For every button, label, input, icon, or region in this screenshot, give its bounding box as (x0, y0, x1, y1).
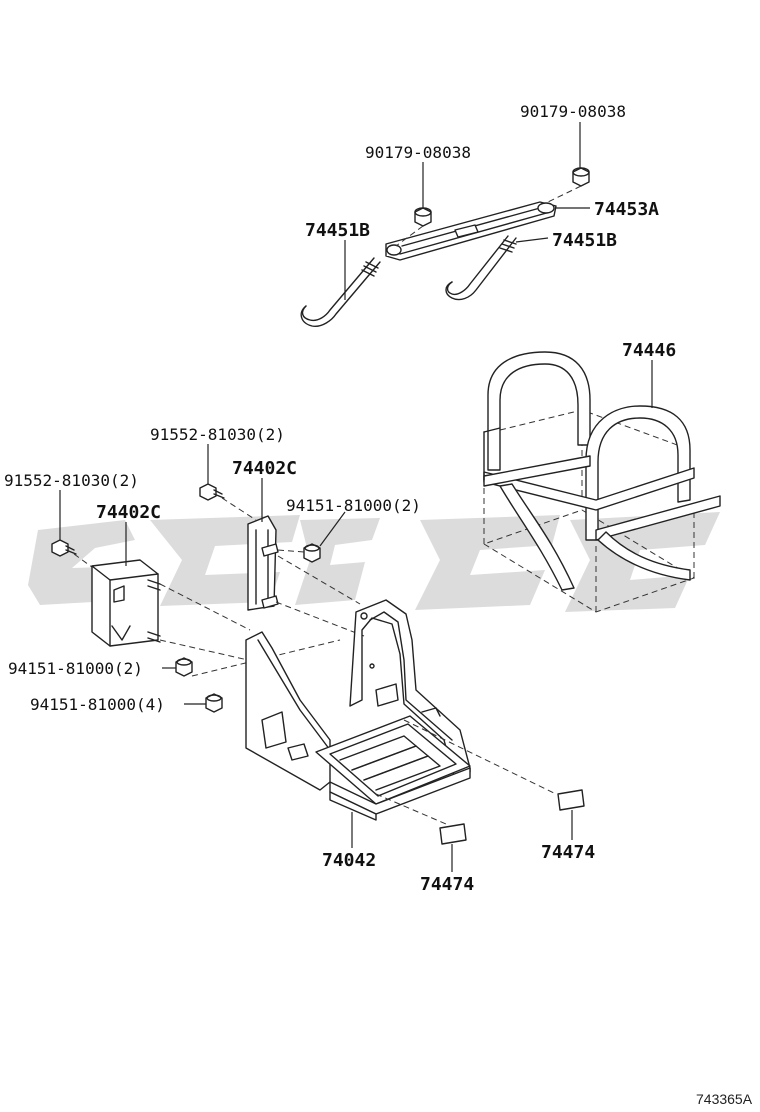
label-nut-top-right: 90179-08038 (520, 102, 626, 121)
pad-center-part (439, 823, 467, 845)
label-battery-tray: 74042 (322, 850, 376, 871)
label-nut-lower: 94151-81000(4) (30, 695, 165, 714)
j-bolt-left-part (300, 257, 381, 328)
bracket-left-part (91, 559, 161, 647)
nut-lower-part (205, 693, 223, 713)
label-bolt-right: 74451B (552, 230, 617, 251)
battery-tray-part (245, 599, 471, 821)
hold-down-clamp-part (385, 201, 557, 261)
label-bolt-upper: 91552-81030(2) (150, 425, 285, 444)
label-bracket-upper: 74402C (232, 458, 297, 479)
label-bracket-left: 74402C (96, 502, 161, 523)
bracket-upper-part (247, 515, 279, 611)
label-nut-upper: 94151-81000(2) (286, 496, 421, 515)
label-hold-down-clamp: 74453A (594, 199, 659, 220)
battery-cover-part (482, 351, 721, 613)
label-pad-right: 74474 (541, 842, 595, 863)
label-nut-left: 94151-81000(2) (8, 659, 143, 678)
nut-top-right-part (572, 167, 590, 187)
leader-bolt-right (515, 237, 549, 243)
label-nut-top-left: 90179-08038 (365, 143, 471, 162)
pad-right-part (557, 789, 585, 811)
nut-upper-part (303, 543, 321, 563)
j-bolt-right-part (445, 235, 517, 301)
diagram-reference-number: 743365A (696, 1091, 753, 1107)
label-battery-cover: 74446 (622, 340, 676, 361)
leader-nut-upper (319, 511, 346, 547)
label-pad-center: 74474 (420, 874, 474, 895)
nut-top-left-part (414, 207, 432, 227)
bolt-upper-part (199, 483, 225, 501)
label-bolt-left-side: 91552-81030(2) (4, 471, 139, 490)
nut-left-part (175, 657, 193, 677)
label-bolt-left: 74451B (305, 220, 370, 241)
